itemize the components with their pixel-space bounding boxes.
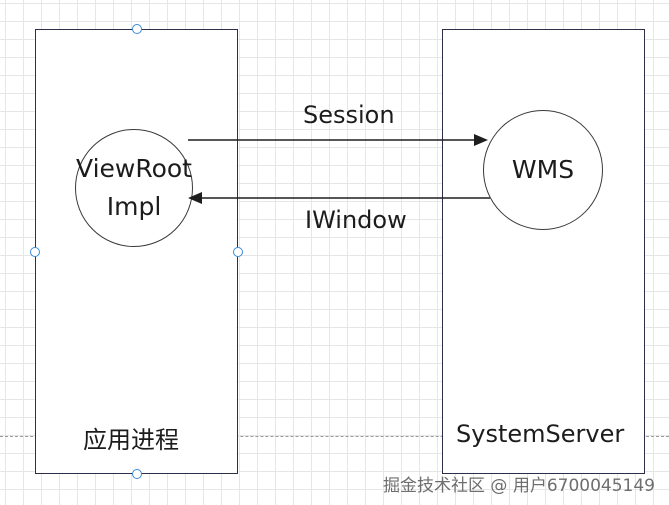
app-process-label: 应用进程 bbox=[83, 426, 179, 454]
resize-handle-top[interactable] bbox=[132, 24, 142, 34]
viewrootimpl-label-line2: Impl bbox=[106, 192, 162, 221]
session-arrowhead bbox=[474, 134, 488, 146]
system-server-box[interactable] bbox=[442, 29, 645, 474]
watermark: 掘金技术社区 @ 用户6700045149 bbox=[383, 476, 655, 496]
wms-node[interactable]: WMS bbox=[483, 110, 603, 230]
resize-handle-bottom[interactable] bbox=[132, 469, 142, 479]
resize-handle-right[interactable] bbox=[233, 247, 243, 257]
iwindow-arrowhead bbox=[188, 192, 202, 204]
session-label: Session bbox=[303, 101, 395, 129]
system-server-label: SystemServer bbox=[456, 420, 625, 448]
viewrootimpl-node[interactable]: ViewRoot Impl bbox=[75, 129, 193, 247]
wms-label: WMS bbox=[511, 155, 575, 184]
session-arrow[interactable] bbox=[188, 134, 488, 146]
iwindow-arrow[interactable] bbox=[188, 192, 490, 204]
resize-handle-left[interactable] bbox=[30, 247, 40, 257]
page-break-line bbox=[0, 436, 669, 437]
viewrootimpl-label-line1: ViewRoot bbox=[76, 154, 192, 183]
iwindow-label: IWindow bbox=[305, 206, 407, 234]
